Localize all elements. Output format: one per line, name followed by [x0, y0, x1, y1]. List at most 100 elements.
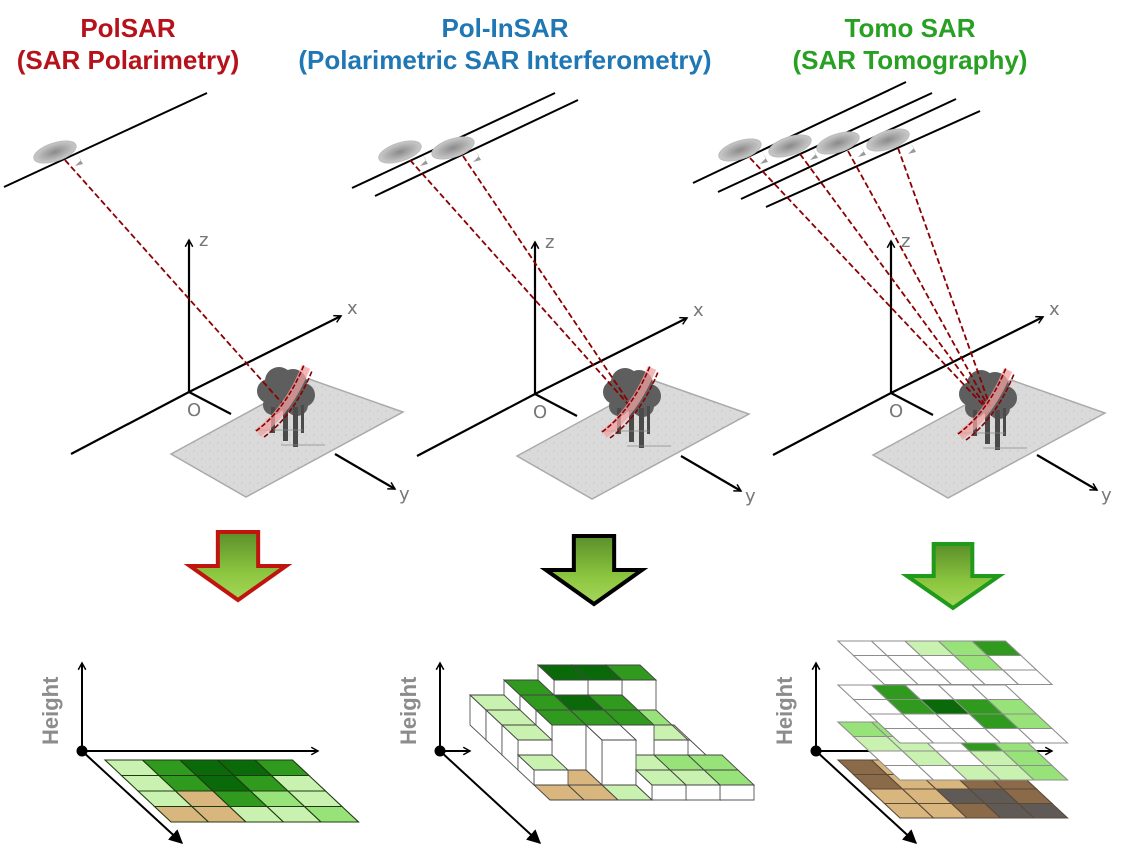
x-axis-label: x [1049, 299, 1060, 320]
grid-cell [1017, 764, 1069, 781]
y-axis [1036, 454, 1097, 491]
tomosar-layer-1 [836, 640, 1054, 686]
block-top-face [532, 784, 586, 801]
radar-beam [847, 150, 989, 407]
resolution-arc [263, 370, 313, 438]
grid-cell [303, 805, 360, 823]
satellite-body [858, 145, 866, 157]
polinsar-height-blocks [468, 663, 756, 802]
polinsar-title-line2: (Polarimetric SAR Interferometry) [298, 45, 712, 75]
x-axis-label: x [347, 298, 358, 319]
block-top-face [500, 724, 554, 741]
grid-cell [1017, 802, 1069, 819]
tomosar-result: Height [772, 640, 1069, 844]
y-axis-hidden-part [188, 391, 232, 415]
y-axis-hidden-part [534, 393, 578, 417]
depth-axis [439, 750, 542, 844]
satellite-dish [378, 140, 422, 164]
tomosar-title-line2: (SAR Tomography) [792, 45, 1028, 75]
satellite-dish [816, 131, 860, 155]
satellite-dish [768, 134, 812, 158]
radar-beam [749, 157, 985, 407]
resolution-band [255, 365, 311, 437]
tree-trunk [1003, 408, 1006, 436]
resolution-arc [609, 371, 659, 439]
orbit-track [765, 110, 981, 208]
y-axis [680, 455, 741, 492]
satellite-body [420, 154, 428, 166]
orbit-track [374, 99, 579, 197]
depth-axis [81, 750, 184, 844]
origin-dot [810, 745, 822, 757]
satellite-dish [431, 136, 475, 160]
orbit-track [3, 92, 208, 188]
resolution-arc [965, 373, 1015, 441]
tomosar-layer-2 [836, 684, 1069, 744]
depth-axis [815, 750, 918, 844]
polsar-flat-map [103, 759, 360, 823]
polsar-down-arrow [183, 530, 293, 603]
satellite-body [760, 152, 768, 164]
y-axis-label: y [1101, 485, 1112, 506]
x-axis-label: x [693, 300, 704, 321]
origin-label: O [889, 401, 903, 422]
block-front-face [719, 784, 755, 801]
satellite-icon [866, 128, 916, 154]
polsar-title-line2: (SAR Polarimetry) [16, 45, 240, 75]
x-axis-negative [416, 393, 536, 457]
block-front-face [601, 739, 637, 786]
radar-beam [409, 159, 629, 405]
tomosar-title: Tomo SAR (SAR Tomography) [740, 12, 1080, 76]
y-axis [334, 453, 395, 490]
z-axis-label: z [545, 232, 554, 253]
polinsar-title-line1: Pol-InSAR [441, 13, 569, 43]
x-axis [534, 318, 687, 395]
height-block [634, 768, 688, 802]
coordinate-axes: z x y O [772, 231, 1112, 506]
satellite-body [908, 142, 916, 154]
tree-trunk [293, 407, 298, 447]
z-axis-label: z [901, 231, 910, 252]
satellite-icon [816, 131, 866, 157]
origin-label: O [187, 400, 201, 421]
tomosar-scene: z x y O [692, 81, 1112, 506]
satellite-body [75, 154, 83, 166]
origin-dot [76, 745, 88, 757]
height-axes: Height [38, 663, 318, 844]
block-top-face [516, 754, 570, 771]
radar-beam [897, 147, 991, 407]
tree-trunk [629, 410, 634, 442]
origin-dot [434, 745, 446, 757]
block-front-face [533, 769, 569, 786]
origin-label: O [533, 402, 547, 423]
polsar-title-line1: PolSAR [80, 13, 176, 43]
satellite-dish [866, 128, 910, 152]
resolution-arc [601, 365, 651, 433]
resolution-cell [601, 365, 659, 439]
tomosar-down-arrow [900, 542, 1006, 611]
block-top-face [536, 664, 590, 681]
tree-trunk [985, 412, 990, 444]
grid-cell [1001, 669, 1054, 686]
resolution-arc [255, 364, 305, 432]
resolution-cell [957, 367, 1015, 441]
tree-trunk [283, 409, 288, 441]
satellite-dish [33, 140, 77, 164]
height-block [584, 723, 638, 787]
block-top-face [634, 769, 688, 786]
satellite-icon [431, 136, 481, 162]
y-axis-hidden-part [890, 392, 934, 416]
polsar-title: PolSAR (SAR Polarimetry) [0, 12, 256, 76]
x-axis [188, 316, 341, 393]
height-label: Height [396, 676, 421, 745]
height-block [516, 753, 570, 787]
tree-trunk [647, 406, 650, 434]
polinsar-down-arrow [539, 534, 649, 607]
x-axis-negative [70, 391, 190, 455]
radar-beam [462, 155, 631, 405]
